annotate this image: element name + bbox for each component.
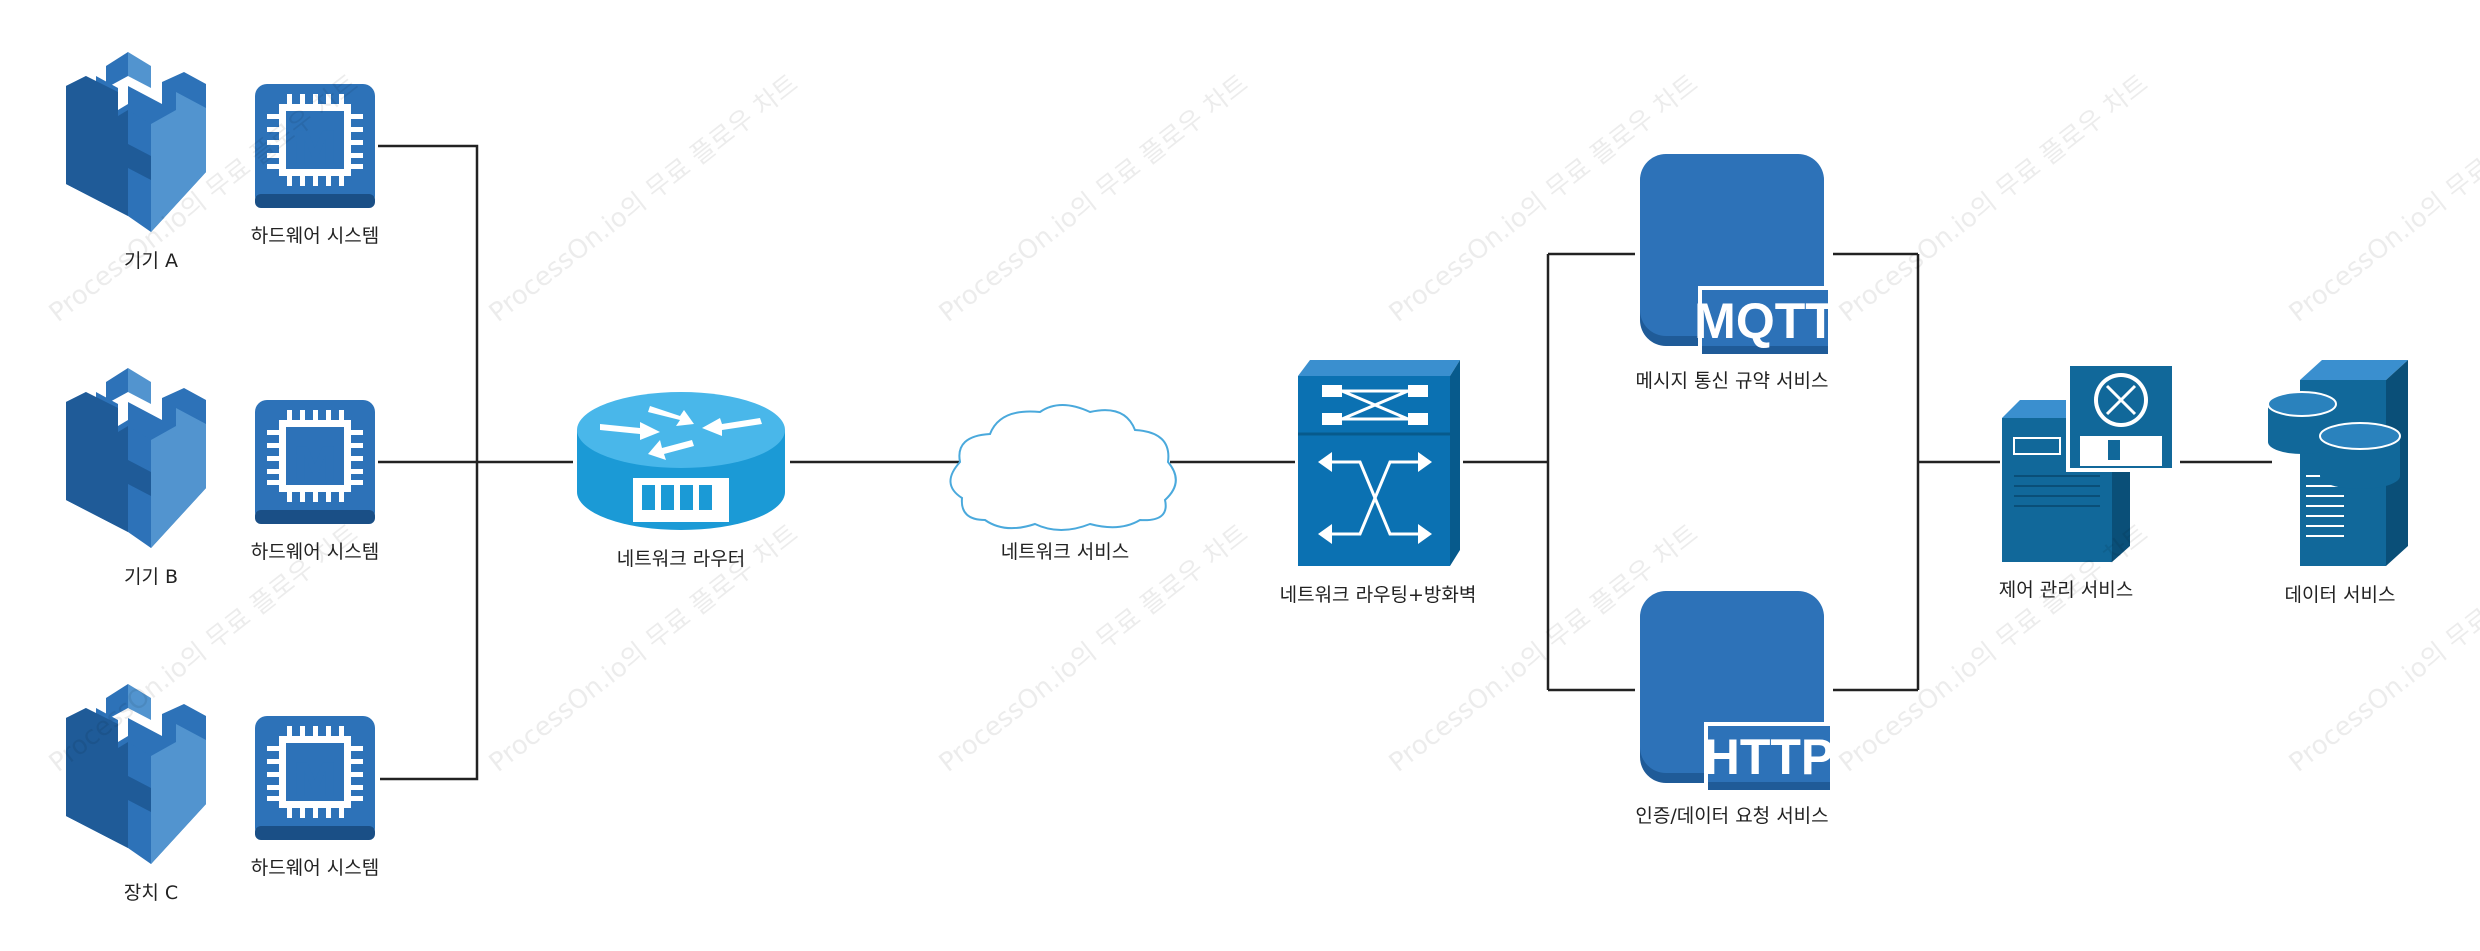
hardware-a-label: 하드웨어 시스템: [250, 225, 380, 247]
control-server-icon: [2002, 362, 2176, 562]
control-label: 제어 관리 서비스: [1998, 579, 2134, 601]
device-a-label: 기기 A: [124, 250, 178, 272]
mqtt-service-icon: [1640, 154, 1830, 354]
device-b-icon: [66, 368, 206, 548]
device-b-label: 기기 B: [123, 566, 179, 588]
chip-letter-a: M: [292, 121, 338, 175]
firewall-switch-icon: [1298, 360, 1460, 566]
connector-lines: [378, 144, 2272, 781]
http-service-icon: [1640, 591, 1832, 790]
http-service-label: 인증/데이터 요청 서비스: [1635, 805, 1829, 827]
http-badge: HTTP: [1704, 729, 1835, 785]
device-c-icon: [66, 684, 206, 864]
router-label: 네트워크 라우터: [616, 548, 746, 570]
data-server-icon: [2267, 360, 2408, 566]
chip-letter-c: M: [292, 753, 338, 807]
cloud-label: 네트워크 서비스: [1000, 541, 1130, 563]
mqtt-badge: MQTT: [1694, 293, 1836, 349]
hardware-c-label: 하드웨어 시스템: [250, 857, 380, 879]
chip-letter-b: M: [292, 437, 338, 491]
router-icon: [577, 392, 785, 530]
firewall-label: 네트워크 라우팅+방화벽: [1279, 584, 1477, 606]
cloud-icon: [949, 404, 1177, 531]
device-c-label: 장치 C: [123, 882, 179, 904]
hardware-b-label: 하드웨어 시스템: [250, 541, 380, 563]
mqtt-service-label: 메시지 통신 규약 서비스: [1635, 370, 1829, 392]
data-service-label: 데이터 서비스: [2284, 584, 2396, 606]
device-a-icon: [66, 52, 206, 232]
